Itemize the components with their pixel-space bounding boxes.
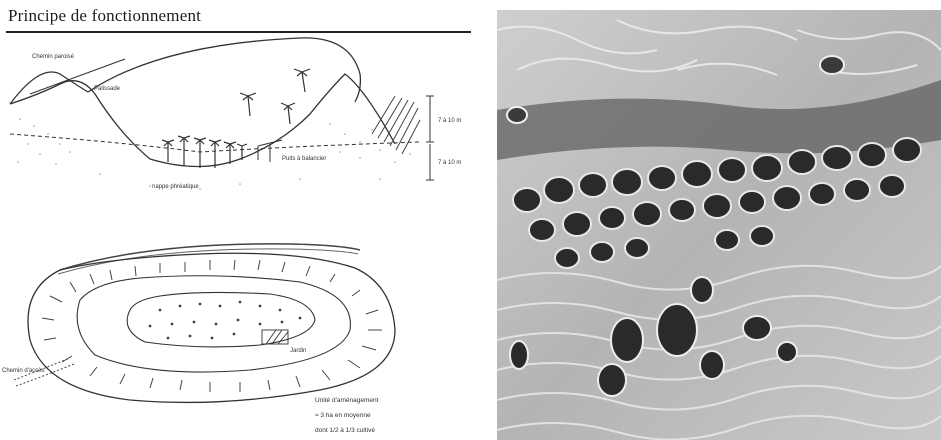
- label-well: Puits à balancier: [282, 156, 326, 162]
- dim-lower: 7 à 10 m: [438, 160, 461, 166]
- title-rule: [6, 31, 471, 33]
- page-title: Principe de fonctionnement: [8, 6, 201, 26]
- dim-upper: 7 à 10 m: [438, 118, 461, 124]
- label-access: Chemin d'accès: [2, 368, 45, 374]
- label-garden: Jardin: [290, 348, 306, 354]
- diagram-panel: Principe de fonctionnement: [0, 0, 480, 440]
- aerial-ghout-photo-icon: [497, 10, 941, 440]
- note-line-3: dont 1/2 à 1/3 cultivé: [315, 427, 375, 434]
- label-path: Chemin paroisé: [32, 54, 75, 60]
- label-water-table: nappe phréatique: [152, 184, 199, 190]
- plan-view-diagram: Chemin d'accès Jardin Unité d'aménagemen…: [0, 230, 480, 440]
- aerial-photo: [497, 10, 941, 440]
- note-line-1: Unité d'aménagement: [315, 397, 379, 404]
- note-line-2: ≈ 3 ha en moyenne: [315, 412, 371, 419]
- cross-section-diagram: Chemin paroisé Palissade nappe phréatiqu…: [0, 34, 480, 214]
- label-palisade: Palissade: [94, 86, 121, 92]
